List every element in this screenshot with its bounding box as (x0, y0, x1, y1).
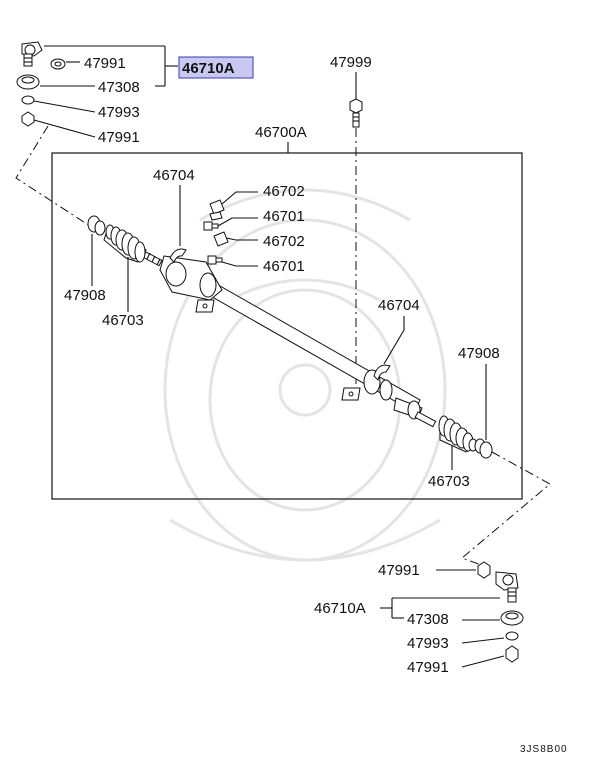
clamp-right-icon (373, 364, 391, 381)
label-47991-locknut-top[interactable]: 47991 (98, 129, 140, 146)
label-47908-right[interactable]: 47908 (458, 345, 500, 362)
top-tie-rod-end-group[interactable]: 46710A 47991 47308 47993 47991 (16, 41, 254, 146)
bushing-group[interactable]: 46702 46701 46702 46701 (203, 183, 305, 275)
clip-right-icon (474, 438, 493, 459)
steering-rack-icon (142, 251, 437, 428)
ring-top-icon (21, 95, 35, 105)
dash-leader-bottom (461, 451, 551, 567)
watermark-emblem (163, 188, 447, 562)
mount-bolt-group[interactable]: 47999 (330, 54, 372, 388)
label-46700A[interactable]: 46700A (255, 124, 307, 141)
label-46701-lower[interactable]: 46701 (263, 258, 305, 275)
fastener-lower-icon (207, 255, 223, 265)
label-47991-nut-bottom[interactable]: 47991 (378, 562, 420, 579)
highlighted-part-box (178, 56, 254, 79)
label-46702-upper[interactable]: 46702 (263, 183, 305, 200)
label-46704-right[interactable]: 46704 (378, 297, 420, 314)
label-47999[interactable]: 47999 (330, 54, 372, 71)
right-boot-group[interactable]: 47908 46703 (428, 345, 500, 490)
label-47908-left[interactable]: 47908 (64, 287, 106, 304)
tie-rod-end-bottom-icon (495, 571, 519, 603)
label-46710A-top[interactable]: 46710A (182, 60, 235, 77)
assembly-box (51, 152, 523, 500)
fastener-upper-icon (203, 221, 219, 231)
clip-left-icon (87, 215, 106, 236)
nut-bottom-icon (477, 561, 491, 579)
nut-top-icon (50, 58, 66, 70)
lock-nut-bottom-icon (505, 645, 519, 663)
label-46704-left[interactable]: 46704 (153, 167, 195, 184)
dash-leader-top (15, 125, 91, 227)
label-47991-locknut-bottom[interactable]: 47991 (407, 659, 449, 676)
diagram-code: 3JS8B00 (520, 744, 568, 755)
boot-top-icon (16, 74, 40, 90)
boot-bottom-icon (500, 610, 524, 626)
ring-bottom-icon (505, 631, 519, 641)
label-47308-bottom[interactable]: 47308 (407, 611, 449, 628)
lock-nut-top-icon (21, 111, 35, 127)
bellows-right-icon (438, 415, 478, 453)
bellows-left-icon (103, 224, 147, 263)
bottom-tie-rod-end-group[interactable]: 47991 46710A 47308 47993 47991 (314, 561, 524, 676)
clamp-left-icon (169, 248, 187, 263)
clamp-left-group[interactable]: 46704 (153, 167, 195, 263)
bolt-icon (349, 98, 363, 128)
label-46701-upper[interactable]: 46701 (263, 208, 305, 225)
tie-rod-end-top-icon (21, 41, 43, 67)
clamp-right-group[interactable]: 46704 (373, 297, 420, 381)
bushing-lower-icon (213, 231, 229, 247)
left-boot-group[interactable]: 47908 46703 (64, 215, 147, 329)
label-46710A-bottom[interactable]: 46710A (314, 600, 366, 617)
label-46703-left[interactable]: 46703 (102, 312, 144, 329)
label-47993-bottom[interactable]: 47993 (407, 635, 449, 652)
label-47308-top[interactable]: 47308 (98, 79, 140, 96)
bushing-upper-icon (209, 199, 225, 221)
label-46703-right[interactable]: 46703 (428, 473, 470, 490)
label-47991-nut-top[interactable]: 47991 (84, 55, 126, 72)
label-47993-top[interactable]: 47993 (98, 104, 140, 121)
label-46702-lower[interactable]: 46702 (263, 233, 305, 250)
